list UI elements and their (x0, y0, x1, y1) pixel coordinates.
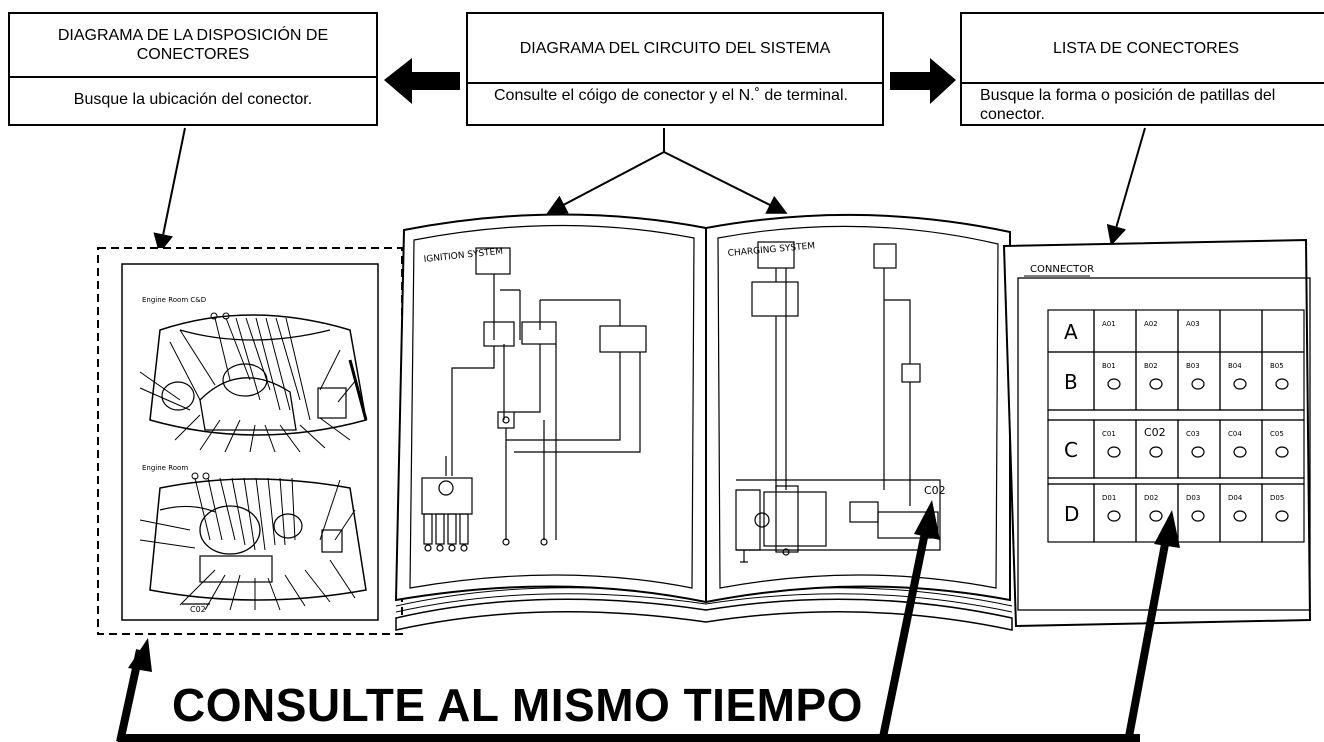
connector-shape-icon (1275, 378, 1289, 390)
connector-code-label: B03 (1186, 362, 1200, 370)
connector-code-label: D01 (1102, 494, 1116, 502)
connector-shape-icon (1275, 510, 1289, 522)
right-block-arrow (890, 58, 956, 104)
layout-pointer-arrow (153, 127, 186, 254)
connector-code-label: D03 (1186, 494, 1200, 502)
connector-layout-sheet: Engine Room C&D Engine Room (97, 247, 403, 635)
connector-code-label: D02 (1144, 494, 1158, 502)
circuit-diagram-box: DIAGRAMA DEL CIRCUITO DEL SISTEMA Consul… (466, 12, 884, 126)
arrow-head-layout (128, 638, 152, 672)
left-block-arrow (384, 58, 460, 104)
connector-code-label: C01 (1102, 430, 1116, 438)
arrow-head-book (914, 500, 940, 540)
connector-layout-title: DIAGRAMA DE LA DISPOSICIÓN DE CONECTORES (10, 14, 376, 78)
connector-shape-icon (1233, 510, 1247, 522)
connector-row-letter: B (1064, 370, 1078, 394)
connector-shape-icon (1107, 446, 1121, 458)
connector-shape-icon (1191, 510, 1205, 522)
connector-code-label: B02 (1144, 362, 1158, 370)
connector-code-label: A02 (1144, 320, 1158, 328)
connector-code-label: A03 (1186, 320, 1200, 328)
connector-tag-c02: C02 (924, 484, 946, 497)
connector-shape-icon (1149, 510, 1163, 522)
connector-code-label: C04 (1228, 430, 1242, 438)
connector-shape-icon (1107, 378, 1121, 390)
connector-shape-icon (1107, 510, 1121, 522)
connector-shape-icon (1149, 378, 1163, 390)
connector-row-letter: C (1064, 438, 1078, 462)
layout-top-caption: Engine Room C&D (142, 296, 206, 304)
connector-code-label: B05 (1270, 362, 1284, 370)
connector-layout-box: DIAGRAMA DE LA DISPOSICIÓN DE CONECTORES… (8, 12, 378, 126)
consult-simultaneously-label: CONSULTE AL MISMO TIEMPO (172, 679, 863, 731)
connector-layout-text: Busque la ubicación del conector. (73, 91, 313, 108)
list-pointer-arrow (1106, 127, 1146, 246)
arrow-head-list (1154, 510, 1180, 548)
connector-cell (1261, 483, 1305, 543)
circuit-diagram-text: Consulte el cóigo de conector y el N.˚ d… (494, 87, 848, 104)
connector-row-letter: A (1064, 320, 1078, 344)
layout-connector-code: C02 (190, 605, 206, 614)
connector-list-text: Busque la forma o posición de patillas d… (980, 87, 1276, 123)
layout-bottom-caption: Engine Room (142, 464, 188, 472)
connector-code-label: B04 (1228, 362, 1242, 370)
connector-list-title: LISTA DE CONECTORES (962, 14, 1324, 84)
circuit-book: IGNITION SYSTEM CHARGING SYSTEM (394, 213, 1013, 631)
left-page-pointer-arrow (546, 151, 665, 214)
connector-shape-icon (1275, 446, 1289, 458)
connector-shape-icon (1149, 446, 1163, 458)
connector-sheet-title: CONNECTOR (1030, 264, 1094, 275)
connector-code-label: D04 (1228, 494, 1243, 502)
connector-code-label: A01 (1102, 320, 1116, 328)
connector-code-label: C03 (1186, 430, 1200, 438)
connector-row-letter: D (1064, 502, 1079, 526)
connector-code-label: C02 (1144, 426, 1166, 439)
connector-shape-icon (1191, 446, 1205, 458)
connector-list-box: LISTA DE CONECTORES Busque la forma o po… (960, 12, 1324, 126)
connector-shape-icon (1233, 446, 1247, 458)
connector-shape-icon (1191, 378, 1205, 390)
connector-code-label: C05 (1270, 430, 1284, 438)
right-page-pointer-arrow (663, 151, 788, 214)
connector-shape-icon (1233, 378, 1247, 390)
connector-code-label: D05 (1270, 494, 1284, 502)
circuit-diagram-title: DIAGRAMA DEL CIRCUITO DEL SISTEMA (468, 14, 882, 84)
connector-code-label: B01 (1102, 362, 1116, 370)
